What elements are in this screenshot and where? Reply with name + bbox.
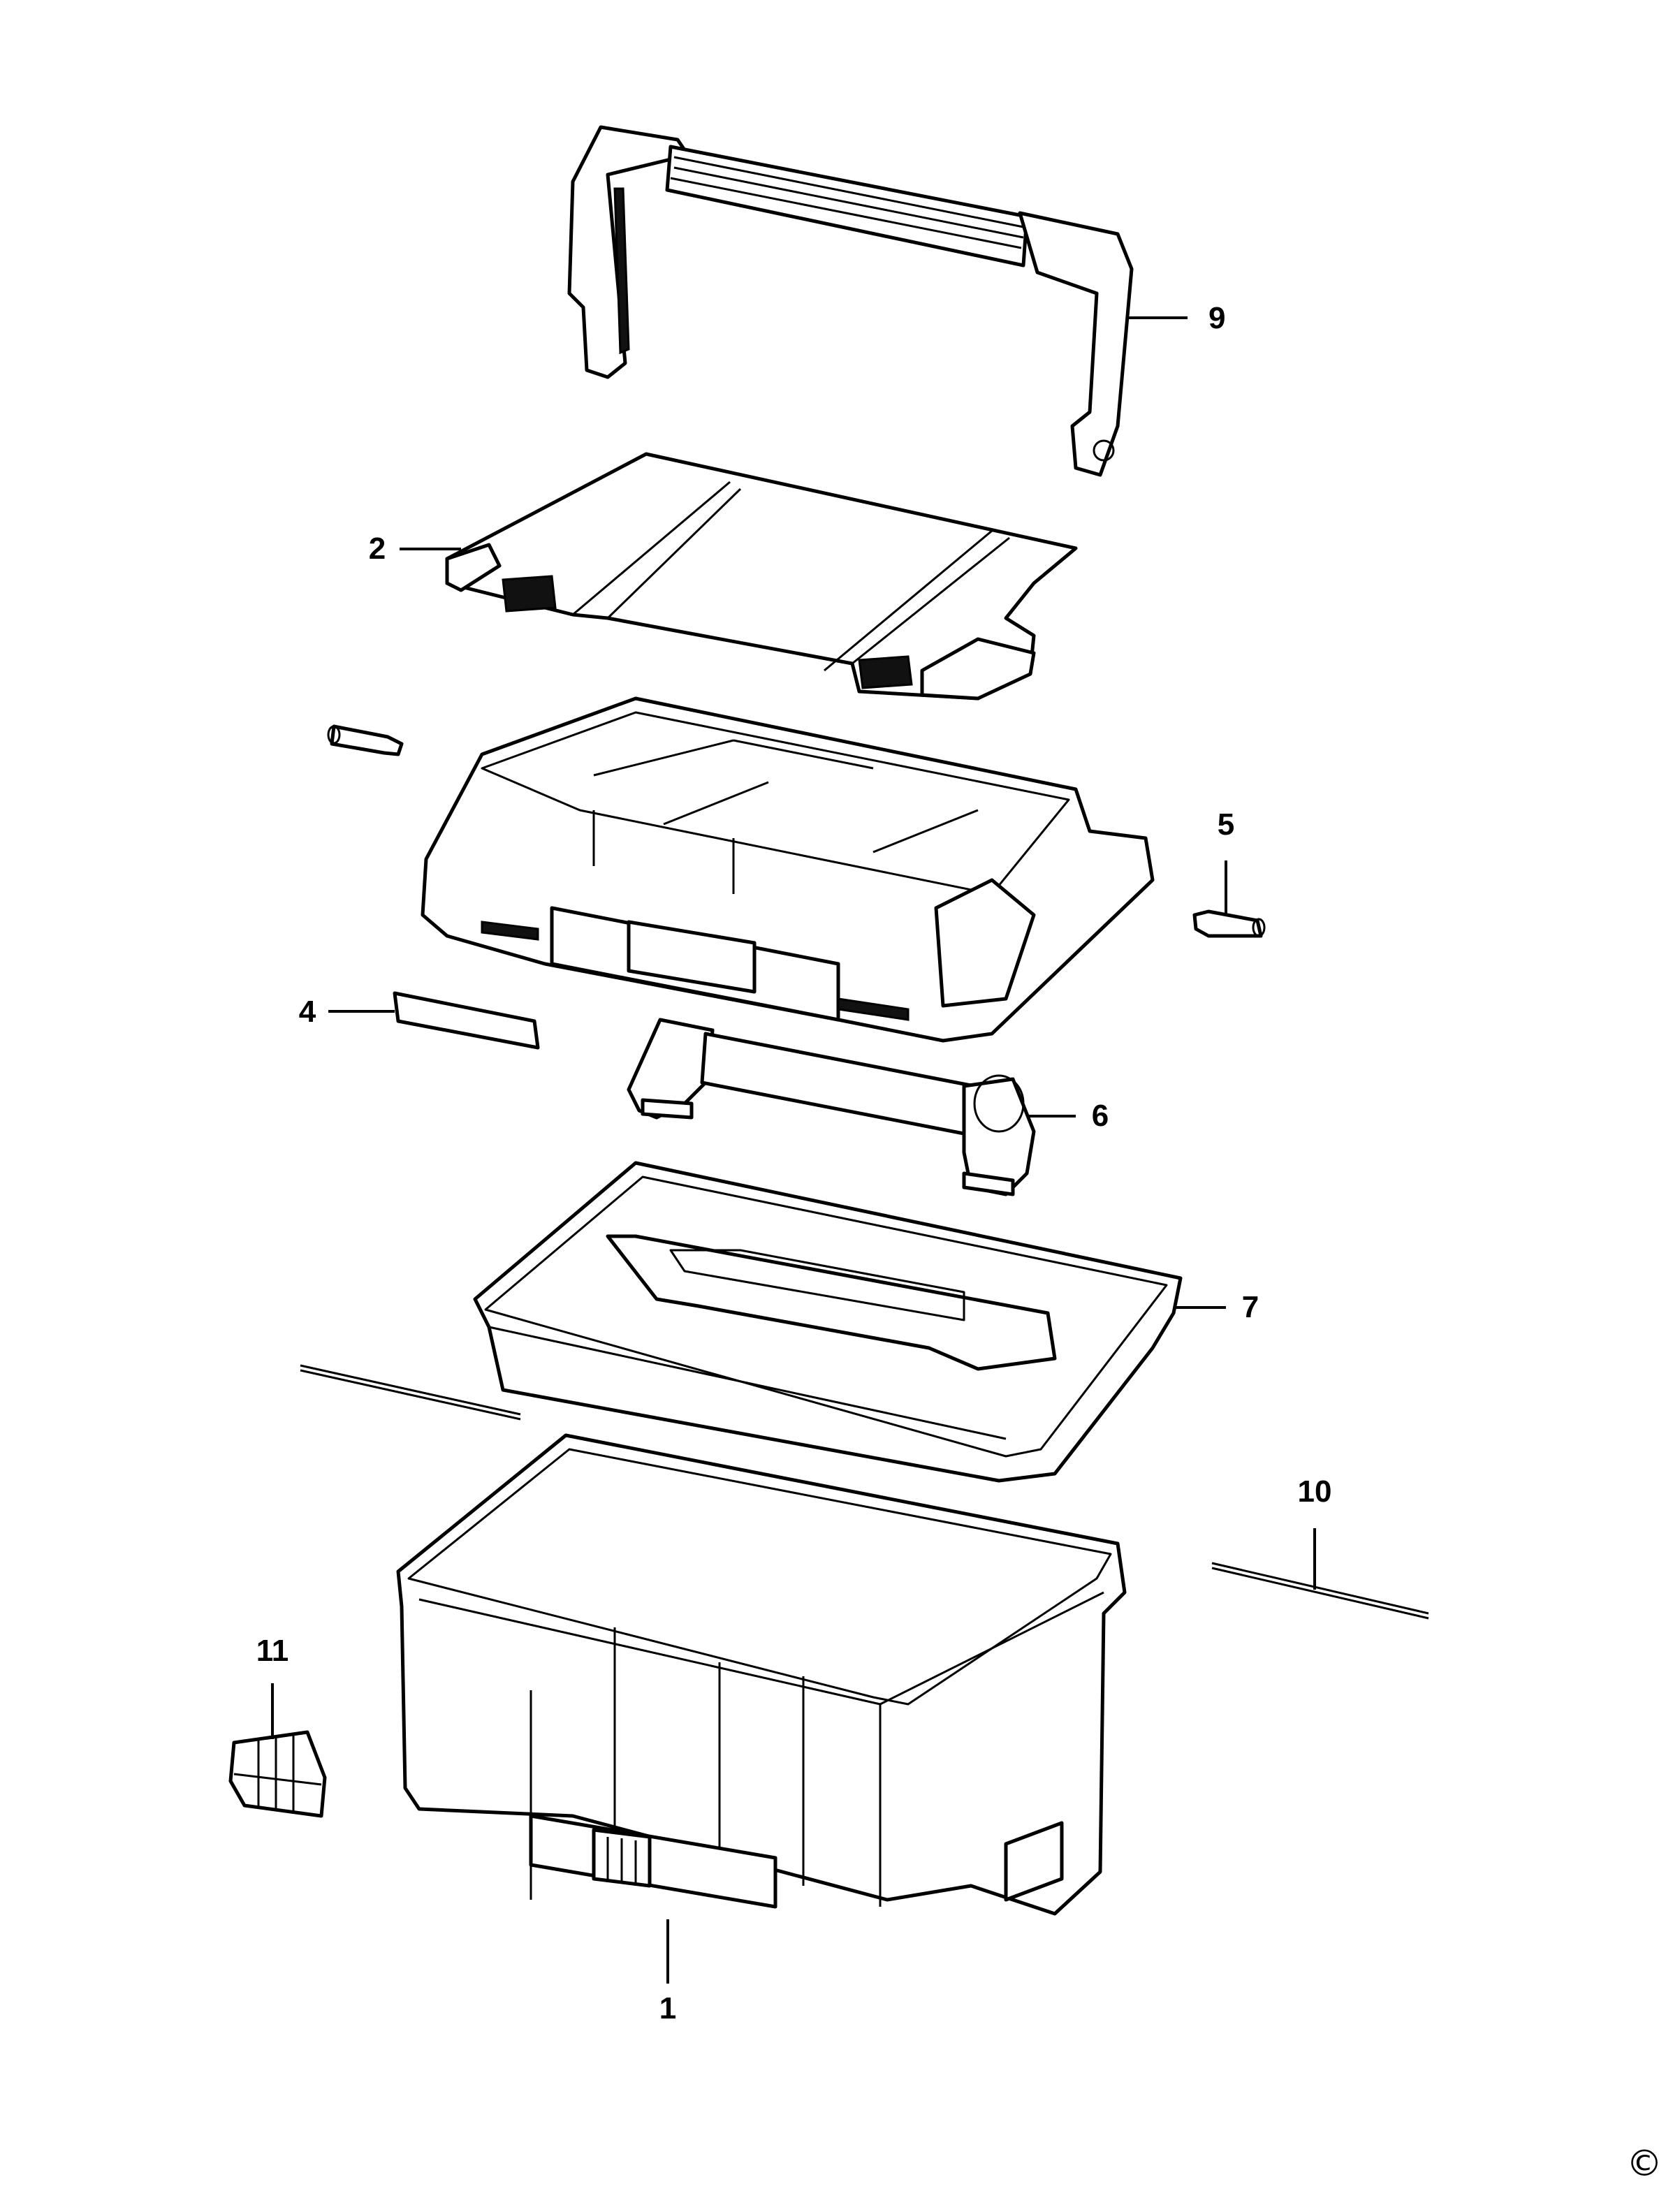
hinge-pin-left: [327, 724, 404, 756]
callout-1: 1: [659, 1991, 676, 2025]
callout-10: 10: [1298, 1474, 1332, 1509]
part-11-latch: [228, 1730, 327, 1818]
part-7-inner-tray: [473, 1161, 1183, 1483]
callout-7: 7: [1242, 1290, 1259, 1324]
callout-4: 4: [299, 995, 316, 1029]
callout-9: 9: [1208, 301, 1225, 335]
part-1-main-box: [396, 1433, 1127, 1916]
part-10-rod: [1211, 1562, 1429, 1620]
part-6-tray-handle: [627, 1018, 1036, 1196]
callout-2: 2: [369, 532, 386, 566]
part-5-hinge-pin: [1192, 909, 1266, 938]
callout-5: 5: [1218, 807, 1234, 842]
part-4-label-strip: [393, 991, 540, 1050]
part-2-lid: [445, 452, 1078, 701]
rod-left: [300, 1364, 521, 1421]
callout-6: 6: [1092, 1099, 1109, 1133]
copyright-mark: ©: [1626, 2143, 1663, 2185]
organizer-tray: [421, 696, 1155, 1043]
callout-11: 11: [256, 1634, 289, 1668]
part-9-carry-handle: [567, 125, 1134, 477]
